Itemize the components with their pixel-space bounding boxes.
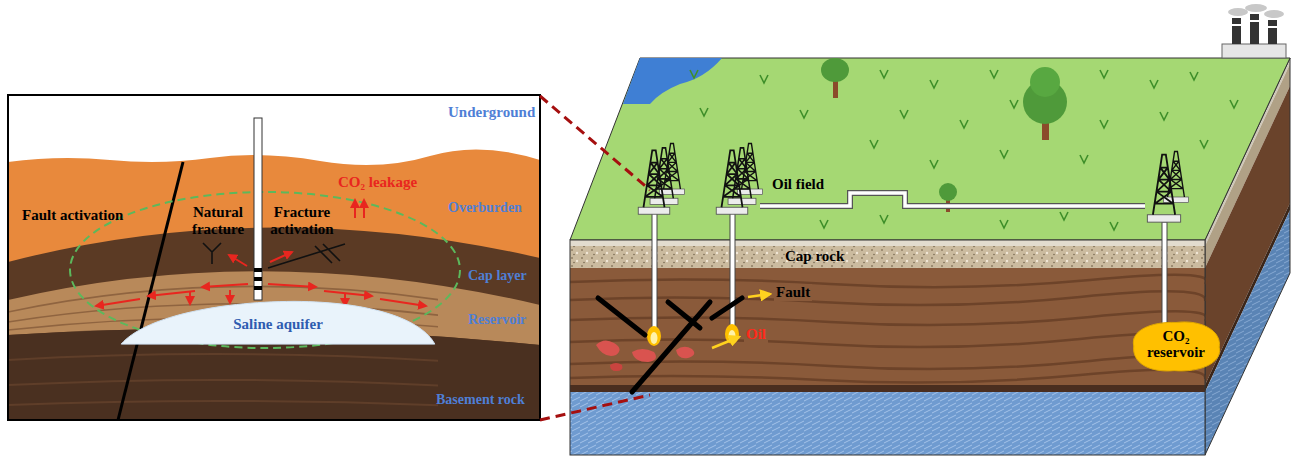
layer-label: Basement rock: [436, 392, 525, 407]
cross-section: [8, 95, 540, 420]
co2-reservoir-blob: CO₂ reservoir: [1128, 318, 1224, 374]
layer-label: Cap layer: [468, 268, 527, 283]
layer-label: Overburden: [448, 200, 522, 215]
oilfield-block: [570, 4, 1290, 455]
callout-label: Oil: [744, 326, 768, 343]
site-label: Oil field: [772, 176, 824, 193]
layer-label: Cap rock: [785, 248, 844, 265]
callout-label: Fault: [774, 284, 812, 301]
region-label: Underground: [448, 104, 535, 121]
callout-label: Fault activation: [22, 207, 123, 224]
callout-label: CO₂ leakage: [338, 174, 417, 191]
node-text: CO₂ reservoir: [1140, 328, 1212, 361]
node-text: Saline aquifer: [233, 316, 323, 333]
layer-label: Reservoir: [468, 312, 526, 327]
callout-label: Fracture activation: [264, 204, 340, 237]
callout-label: Natural fracture: [180, 204, 256, 237]
aquifer-zone: Saline aquifer: [118, 300, 438, 345]
